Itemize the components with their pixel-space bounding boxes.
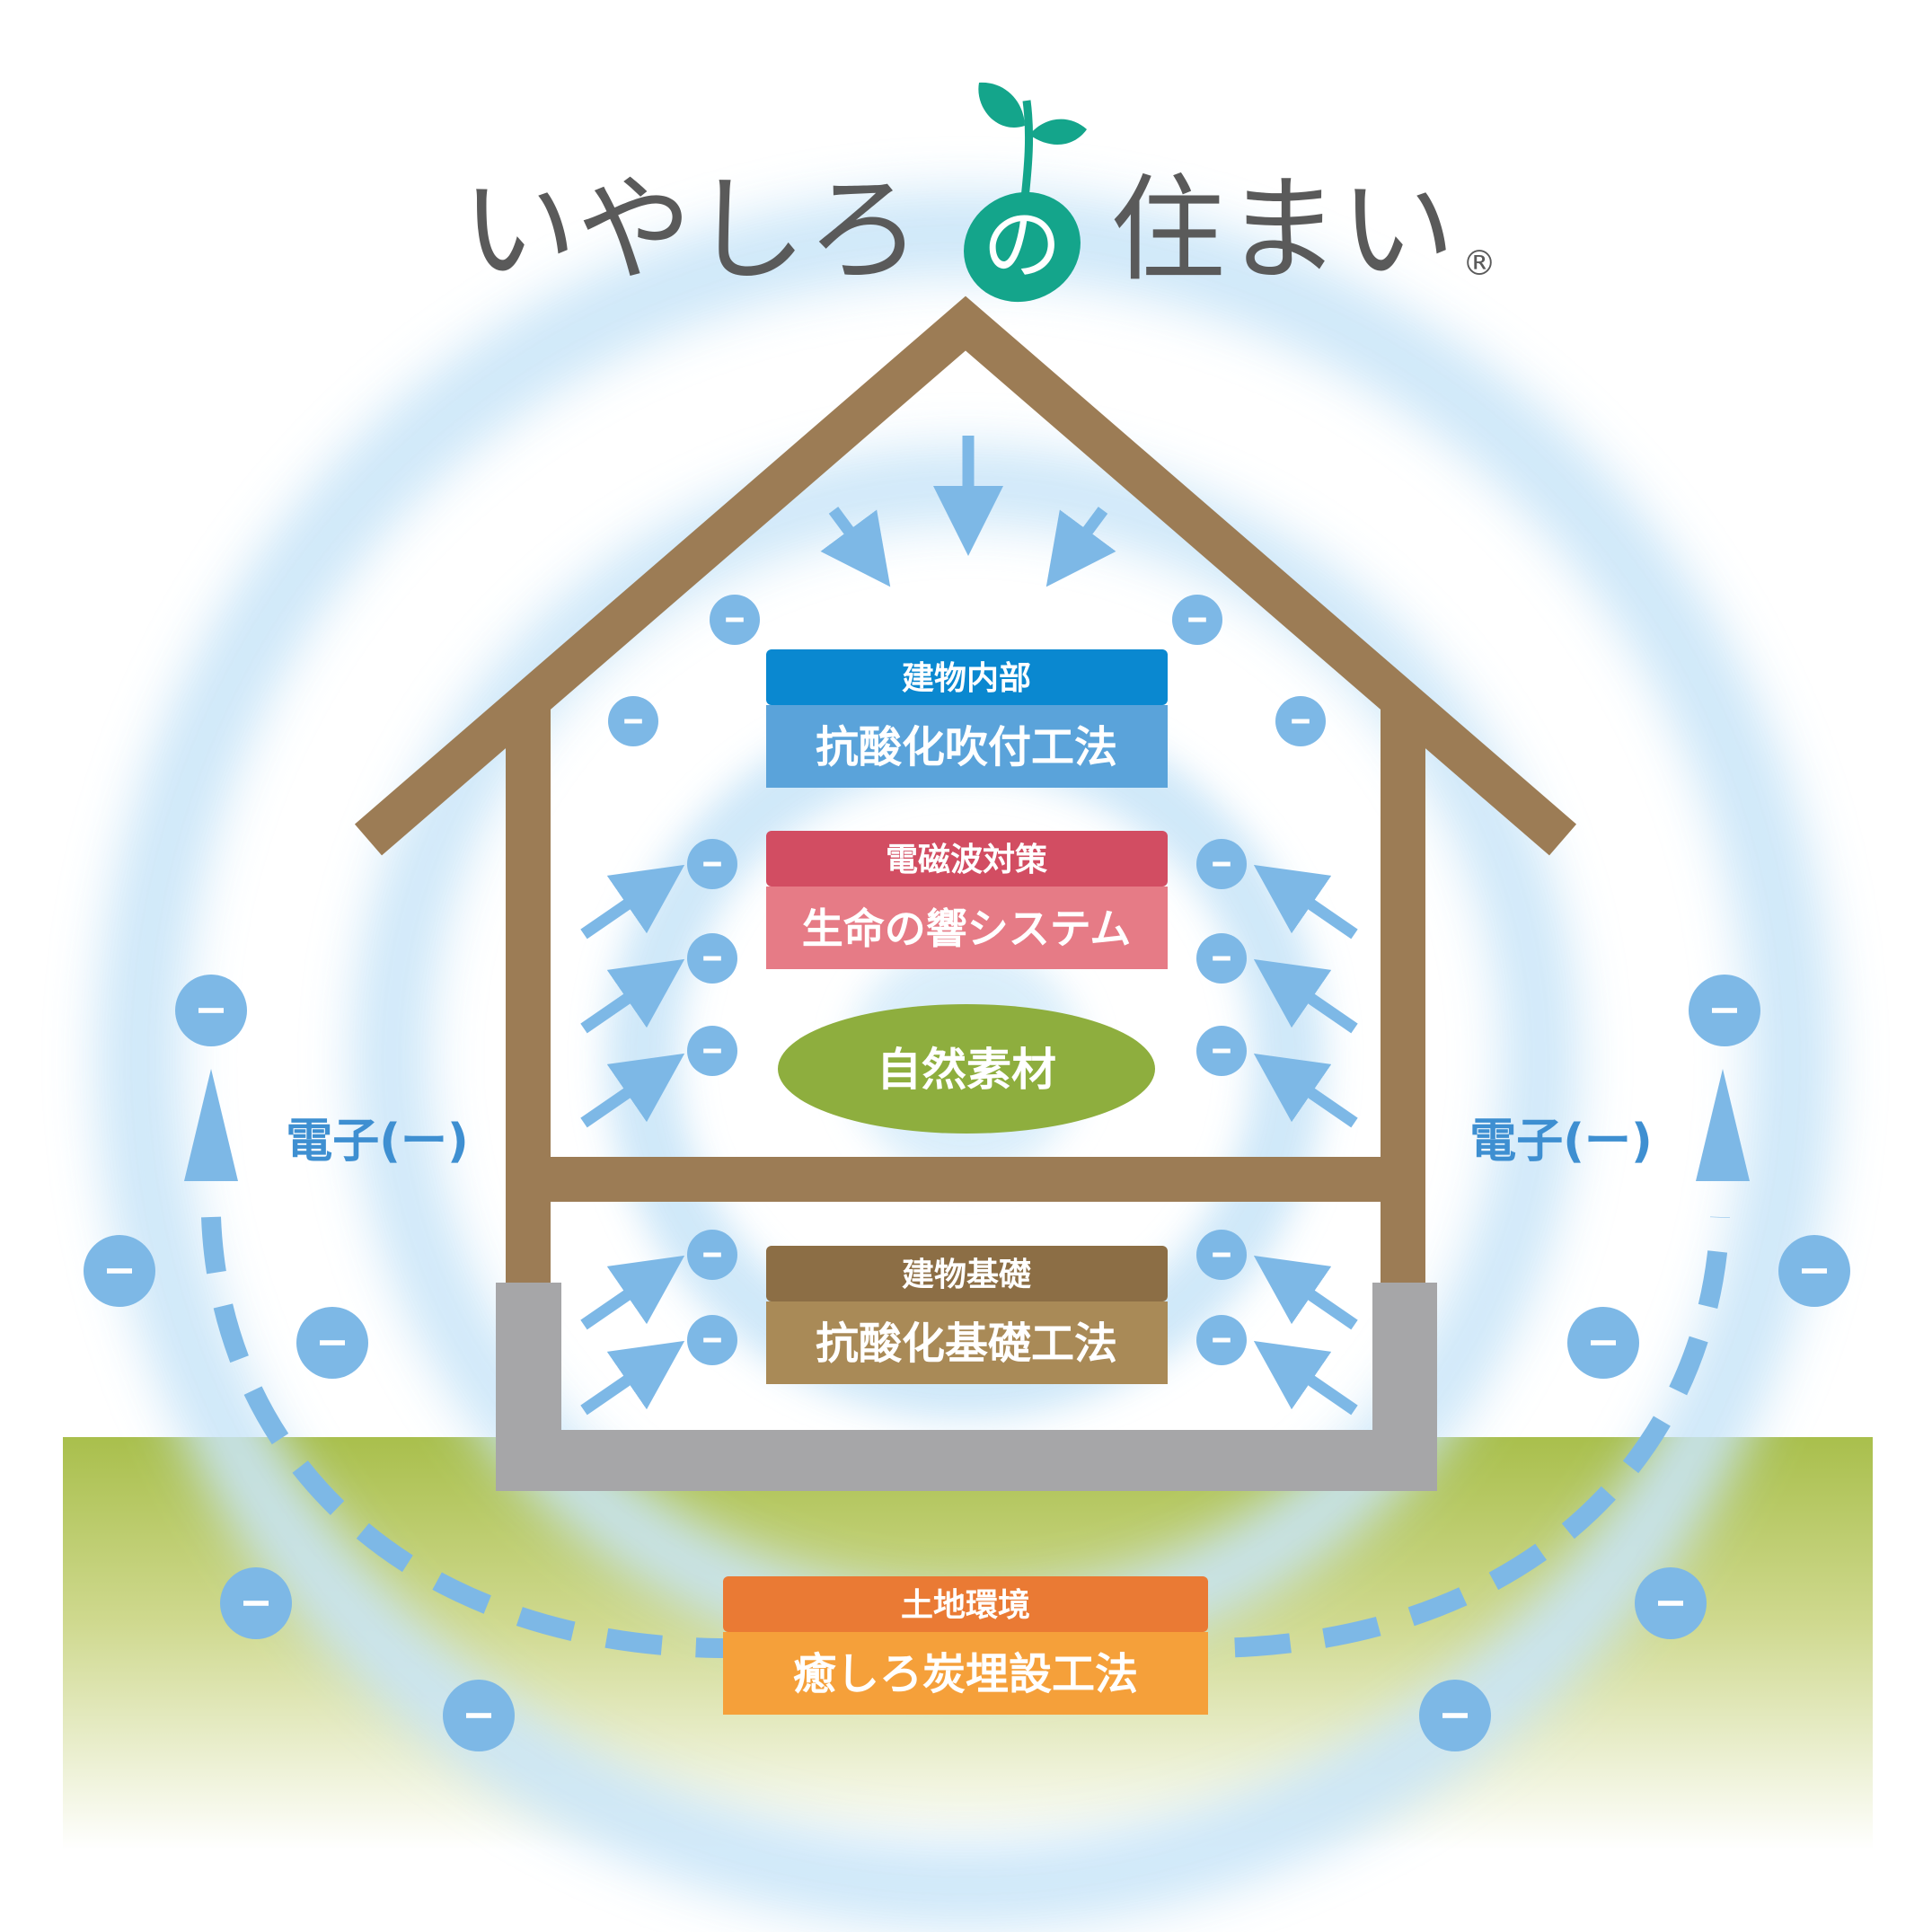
interior-box: 建物内部 抗酸化吹付工法 [766, 649, 1168, 788]
logo: いやしろ の 住まい ® [462, 82, 1496, 303]
foundation-header: 建物基礎 [902, 1257, 1031, 1293]
interior-header: 建物内部 [902, 660, 1031, 697]
foundation-box: 建物基礎 抗酸化基礎工法 [766, 1246, 1168, 1384]
land-header: 土地環境 [901, 1587, 1030, 1624]
minus-sign [703, 861, 721, 867]
natural-label: 自然素材 [877, 1044, 1056, 1096]
left-arrows [580, 864, 685, 1416]
interior-body: 抗酸化吹付工法 [816, 722, 1117, 772]
minus-sign [1442, 1713, 1468, 1718]
electron-label-right: 電子(ー) [1469, 1115, 1653, 1169]
right-arrows [1253, 864, 1358, 1416]
land-body: 癒しろ炭埋設工法 [793, 1649, 1138, 1699]
minus-sign [1292, 719, 1310, 724]
electrons [84, 595, 1850, 1751]
minus-sign [1591, 1340, 1616, 1345]
right-up-triangle [1696, 1069, 1750, 1181]
logo-text-after: 住まい [1110, 163, 1455, 297]
sprout-icon [964, 82, 1087, 303]
minus-sign [1213, 861, 1231, 867]
minus-sign [1213, 1252, 1231, 1257]
minus-sign [320, 1340, 345, 1345]
minus-sign [703, 1252, 721, 1257]
minus-sign [726, 617, 744, 622]
natural-materials: 自然素材 [778, 1004, 1155, 1134]
minus-sign [198, 1008, 224, 1013]
em-box: 電磁波対策 生命の響システム [766, 831, 1168, 969]
top-arrows [820, 436, 1116, 587]
minus-sign [703, 956, 721, 961]
minus-sign [703, 1337, 721, 1343]
minus-sign [1658, 1601, 1683, 1606]
logo-no-char: の [983, 198, 1062, 291]
minus-sign [1802, 1268, 1827, 1274]
minus-sign [466, 1713, 491, 1718]
minus-sign [107, 1268, 132, 1274]
electron-label-left: 電子(ー) [286, 1115, 469, 1169]
minus-sign [703, 1048, 721, 1054]
em-body: 生命の響システム [802, 904, 1132, 953]
minus-sign [1188, 617, 1206, 622]
em-header: 電磁波対策 [886, 842, 1047, 878]
house-frame [354, 296, 1577, 1284]
foundation [496, 1283, 1437, 1491]
logo-text-before: いやしろ [462, 163, 922, 297]
minus-sign [1712, 1008, 1737, 1013]
minus-sign [243, 1601, 269, 1606]
land-box: 土地環境 癒しろ炭埋設工法 [723, 1576, 1208, 1715]
minus-sign [1213, 1048, 1231, 1054]
registered-mark: ® [1462, 243, 1496, 283]
minus-sign [1213, 956, 1231, 961]
foundation-body: 抗酸化基礎工法 [816, 1319, 1117, 1369]
left-up-triangle [184, 1069, 238, 1181]
minus-sign [624, 719, 642, 724]
minus-sign [1213, 1337, 1231, 1343]
